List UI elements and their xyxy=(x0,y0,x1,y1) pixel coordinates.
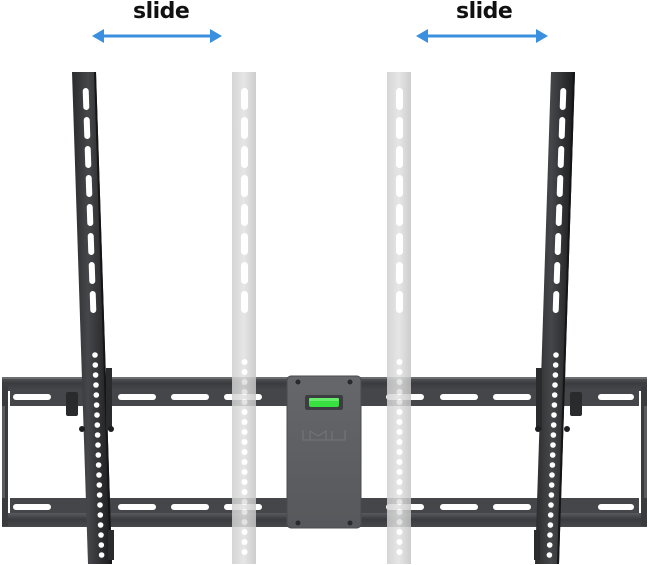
ghost-bracket-right xyxy=(387,72,411,564)
left-vertical-bracket xyxy=(66,72,114,564)
double-arrow-icon-right xyxy=(416,29,548,43)
tilt-knob-left xyxy=(66,392,78,416)
slide-label-right: slide xyxy=(456,0,513,24)
rail-end-right xyxy=(641,386,647,526)
brand-logo-icon xyxy=(302,430,346,441)
ghost-bracket-left xyxy=(232,72,256,564)
double-arrow-icon-left xyxy=(92,29,222,43)
tilt-knob-right xyxy=(570,392,582,416)
right-vertical-bracket xyxy=(534,72,582,564)
rail-end-left xyxy=(2,386,8,526)
slide-label-left: slide xyxy=(133,0,190,24)
bubble-level-icon xyxy=(305,395,343,410)
center-wall-plate xyxy=(286,375,362,529)
